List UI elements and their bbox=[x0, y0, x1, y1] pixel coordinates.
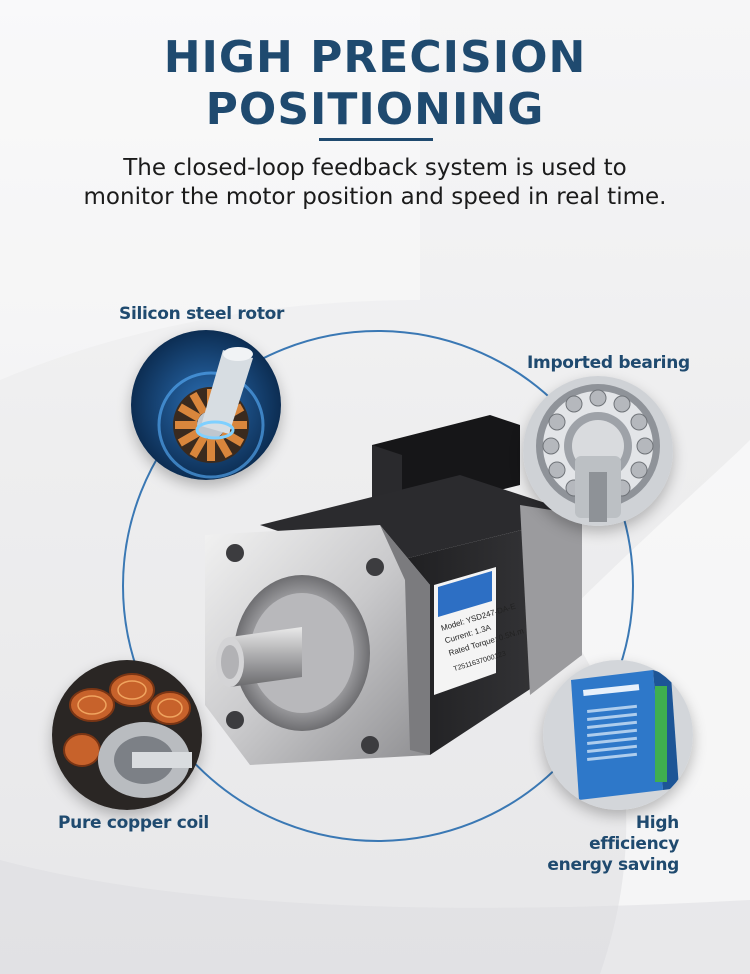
title-line-2: POSITIONING bbox=[205, 84, 545, 135]
efficiency-label-line-2: energy saving bbox=[547, 855, 679, 875]
subtitle-line-2: monitor the motor position and speed in … bbox=[83, 184, 667, 210]
rotor-label: Silicon steel rotor bbox=[119, 304, 285, 324]
coil-label: Pure copper coil bbox=[58, 813, 209, 833]
efficiency-label-line-1: High efficiency bbox=[589, 813, 679, 854]
servo-motor-image: Model: YSD247-DA-E Current: 1.3A Rated T… bbox=[205, 415, 582, 765]
subtitle-line-1: The closed-loop feedback system is used … bbox=[123, 155, 627, 181]
bearing-label: Imported bearing bbox=[527, 353, 690, 373]
servo-driver-icon bbox=[543, 660, 693, 810]
efficiency-label: High efficiency energy saving bbox=[545, 813, 679, 876]
copper-coil-icon bbox=[52, 660, 202, 810]
rotor-image bbox=[131, 330, 281, 480]
page-title: HIGH PRECISION POSITIONING bbox=[0, 32, 750, 136]
rotor-icon bbox=[131, 330, 281, 480]
coil-image bbox=[52, 660, 202, 810]
motor-nameplate: Model: YSD247-DA-E Current: 1.3A Rated T… bbox=[434, 567, 525, 695]
bearing-icon bbox=[523, 376, 673, 526]
title-line-1: HIGH PRECISION bbox=[163, 32, 587, 83]
subtitle: The closed-loop feedback system is used … bbox=[0, 154, 750, 212]
bearing-image bbox=[523, 376, 673, 526]
feature-orbit-ring bbox=[122, 330, 634, 842]
driver-image bbox=[543, 660, 693, 810]
title-underline bbox=[319, 138, 433, 141]
